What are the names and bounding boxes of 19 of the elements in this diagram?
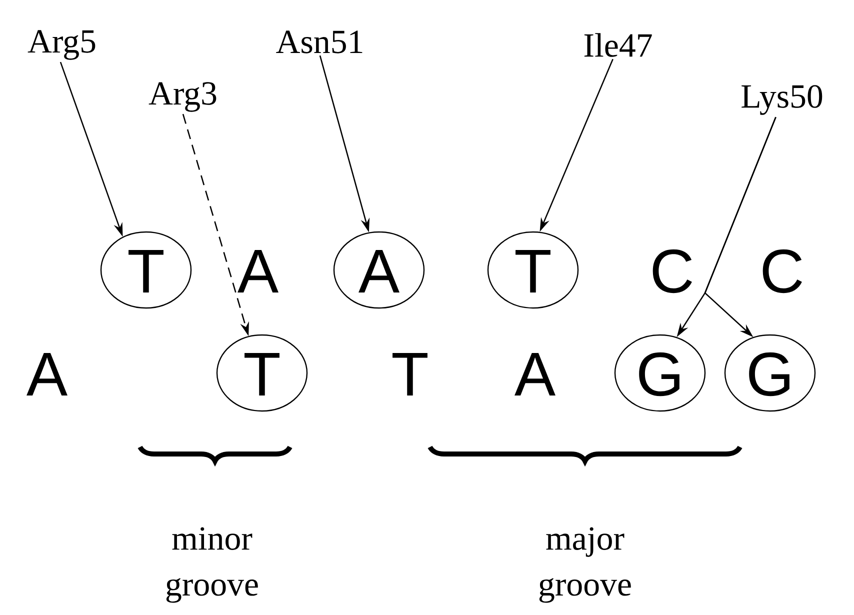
residue-label: Arg5 [28,30,96,60]
circled-base: G [724,334,816,412]
groove-label: major groove [539,527,631,603]
residue-label: Ile47 [584,33,652,57]
base-letter: T [392,353,428,396]
groove-label: minor groove [166,527,258,603]
circled-base: T [216,334,308,412]
base-letter: A [26,353,68,396]
base-letter: C [652,249,692,294]
circled-base: A [333,231,425,309]
residue-label: Asn51 [276,30,362,54]
residue-label: Lys50 [742,85,822,115]
base-letter: A [238,250,278,292]
residue-label: Arg3 [148,82,216,112]
circled-base: T [487,231,579,309]
circled-base: G [614,334,706,412]
base-letter: C [762,249,802,294]
base-letter: A [514,353,556,396]
circled-base: T [100,231,192,309]
